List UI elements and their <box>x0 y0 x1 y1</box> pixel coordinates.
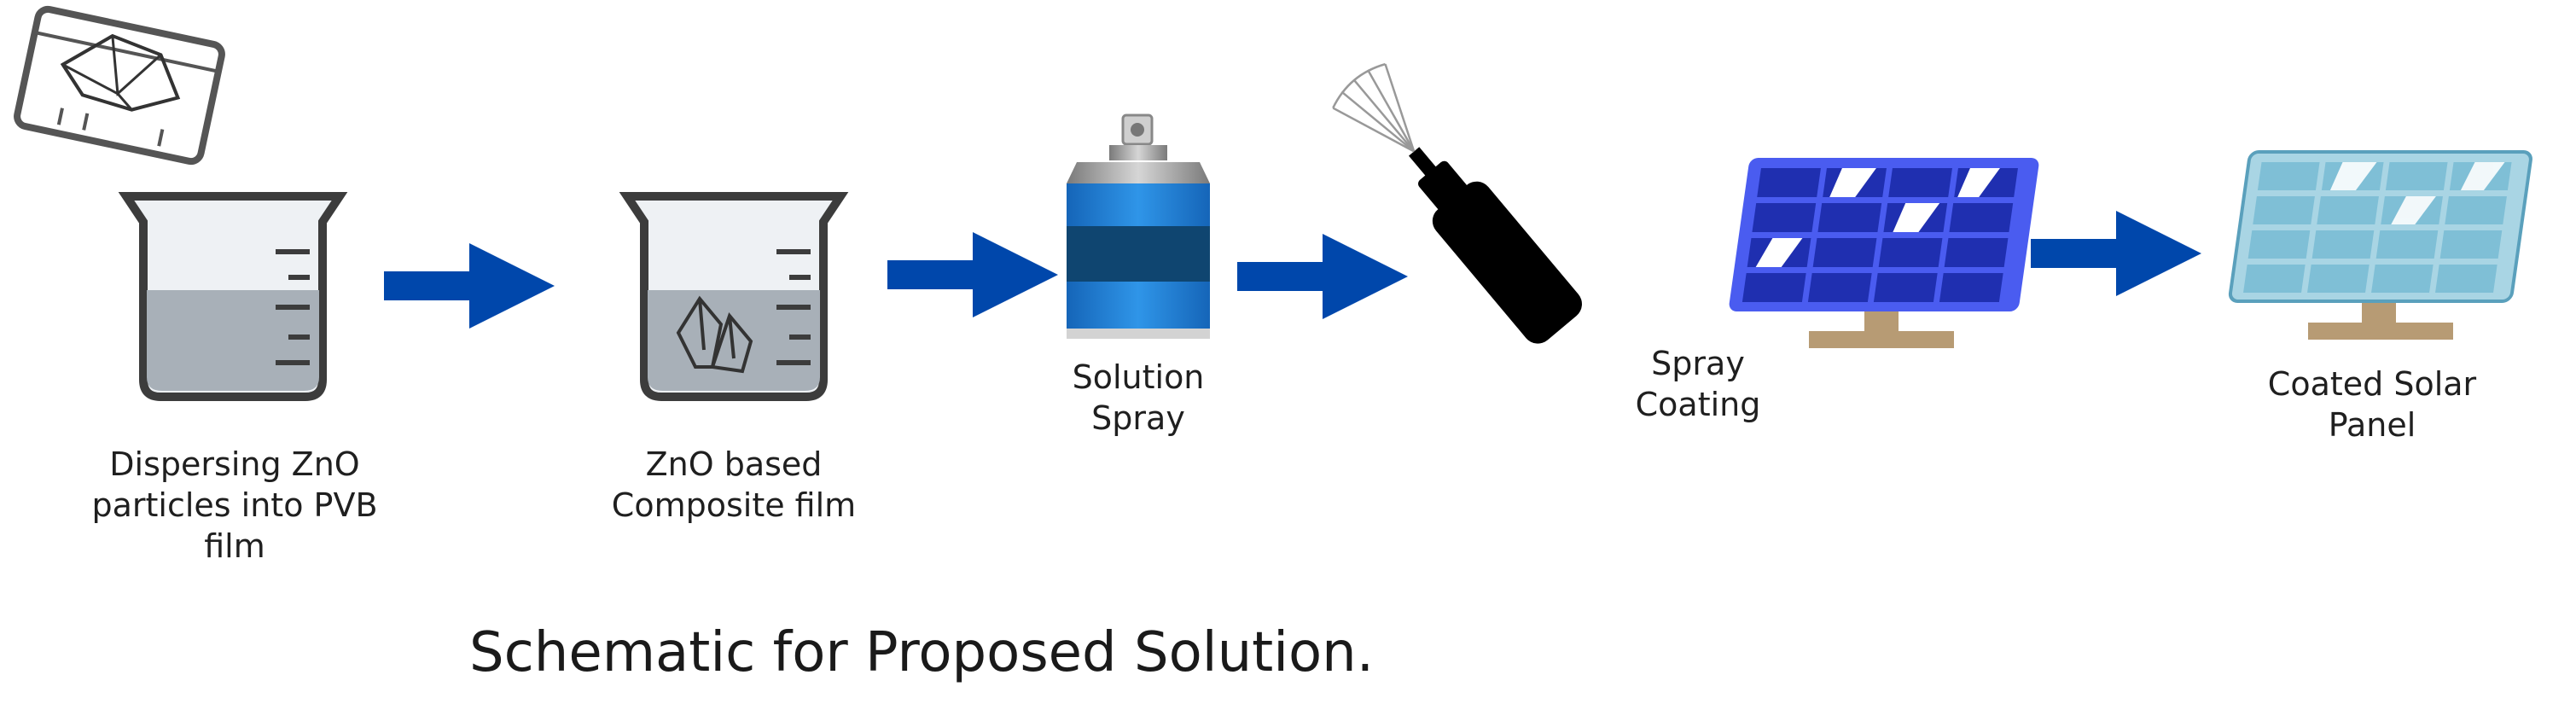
solar-panel-icon <box>1729 158 2039 348</box>
label-line: Spray <box>1651 345 1745 382</box>
spray-can-icon <box>1067 113 1210 339</box>
arrow-right <box>887 232 1058 317</box>
label-line: Coated Solar <box>2267 365 2477 403</box>
label-line: Spray <box>1091 399 1185 437</box>
label-line: particles into PVB <box>91 486 378 524</box>
step-label-coated-panel: Coated Solar Panel <box>2236 364 2509 445</box>
label-line: Panel <box>2328 406 2416 444</box>
beaker-icon <box>118 192 348 401</box>
step-label-solution-spray: Solution Spray <box>1036 357 1241 439</box>
beaker-with-crystal-icon <box>619 192 849 401</box>
label-line: film <box>204 527 265 565</box>
diagram-caption: Schematic for Proposed Solution. <box>468 621 1375 684</box>
label-line: Coating <box>1635 386 1761 423</box>
label-line: Solution <box>1072 358 1205 396</box>
coated-solar-panel-icon <box>2228 150 2532 340</box>
spray-nozzle-icon <box>1332 62 1582 344</box>
arrow-right <box>2031 211 2201 296</box>
label-line: Dispersing ZnO <box>109 445 360 483</box>
particle-packet-icon <box>14 5 225 166</box>
label-line: Composite film <box>611 486 857 524</box>
arrow-right <box>1237 234 1408 319</box>
label-line: ZnO based <box>645 445 823 483</box>
step-label-dispersing: Dispersing ZnO particles into PVB film <box>34 444 435 567</box>
step-label-spray-coating: Spray Coating <box>1596 343 1800 425</box>
arrow-right <box>384 243 555 329</box>
crystal-icon <box>676 295 753 374</box>
step-label-composite: ZnO based Composite film <box>546 444 922 526</box>
